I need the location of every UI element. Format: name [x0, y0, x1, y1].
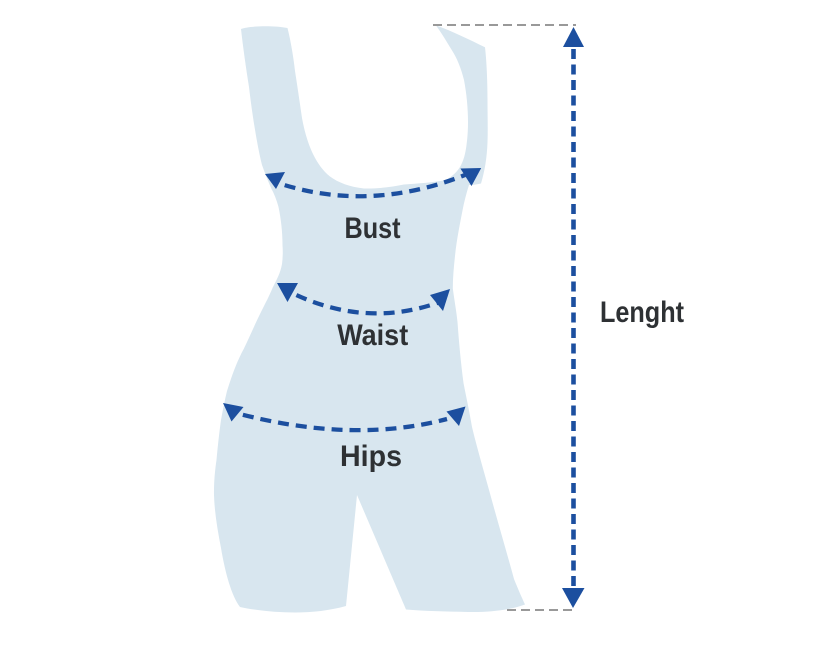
svg-text:Lenght: Lenght	[600, 296, 684, 329]
svg-text:Waist: Waist	[337, 319, 408, 352]
svg-text:Hips: Hips	[340, 440, 402, 473]
svg-text:Bust: Bust	[345, 212, 401, 245]
